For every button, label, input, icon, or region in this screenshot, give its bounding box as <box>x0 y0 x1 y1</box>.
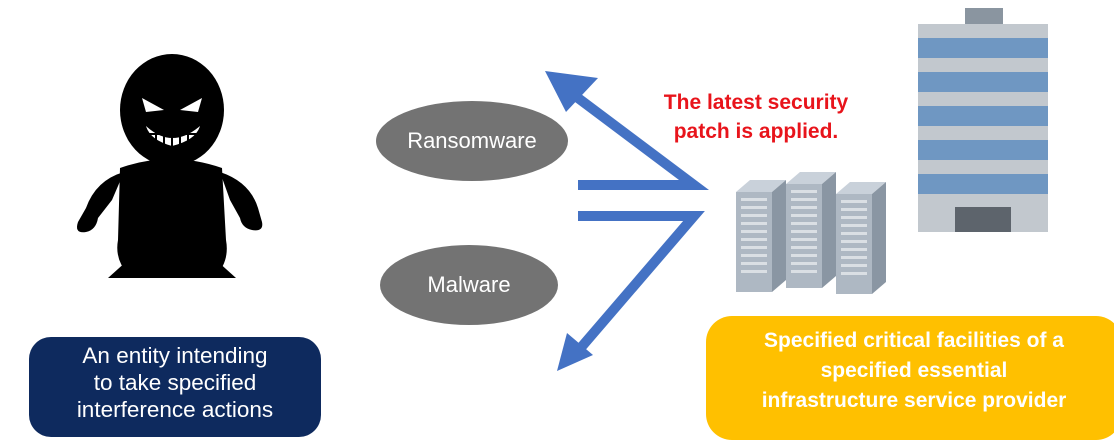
malware-label: Malware <box>427 272 511 297</box>
provider-line-1: Specified critical facilities of a <box>764 329 1064 352</box>
upper-deflected-arrow <box>571 91 709 190</box>
server-rack-icon <box>736 172 886 294</box>
lower-deflected-arrow <box>568 211 705 362</box>
office-building-icon <box>918 8 1048 232</box>
ransomware-ellipse <box>376 101 568 181</box>
security-note-line-1: The latest security <box>663 91 849 114</box>
lower-arrowhead <box>557 333 593 371</box>
security-note-line-2: patch is applied. <box>673 120 839 143</box>
malware-ellipse <box>380 245 558 325</box>
entity-line-1: An entity intending <box>82 343 268 368</box>
blocked-attack-arrows <box>568 91 709 362</box>
entity-label-box: An entity intending to take specified in… <box>29 337 321 437</box>
attacker-face <box>142 98 202 146</box>
security-patch-note: The latest security patch is applied. <box>616 88 896 146</box>
entity-line-3: interference actions <box>76 397 274 422</box>
provider-line-3: infrastructure service provider <box>761 389 1067 412</box>
provider-label-box: Specified critical facilities of a speci… <box>706 316 1114 440</box>
entity-line-2: to take specified <box>93 370 257 395</box>
attacker-silhouette-icon <box>77 54 263 278</box>
upper-arrowhead <box>545 71 598 112</box>
ransomware-label: Ransomware <box>407 128 537 153</box>
provider-line-2: specified essential <box>820 359 1008 382</box>
